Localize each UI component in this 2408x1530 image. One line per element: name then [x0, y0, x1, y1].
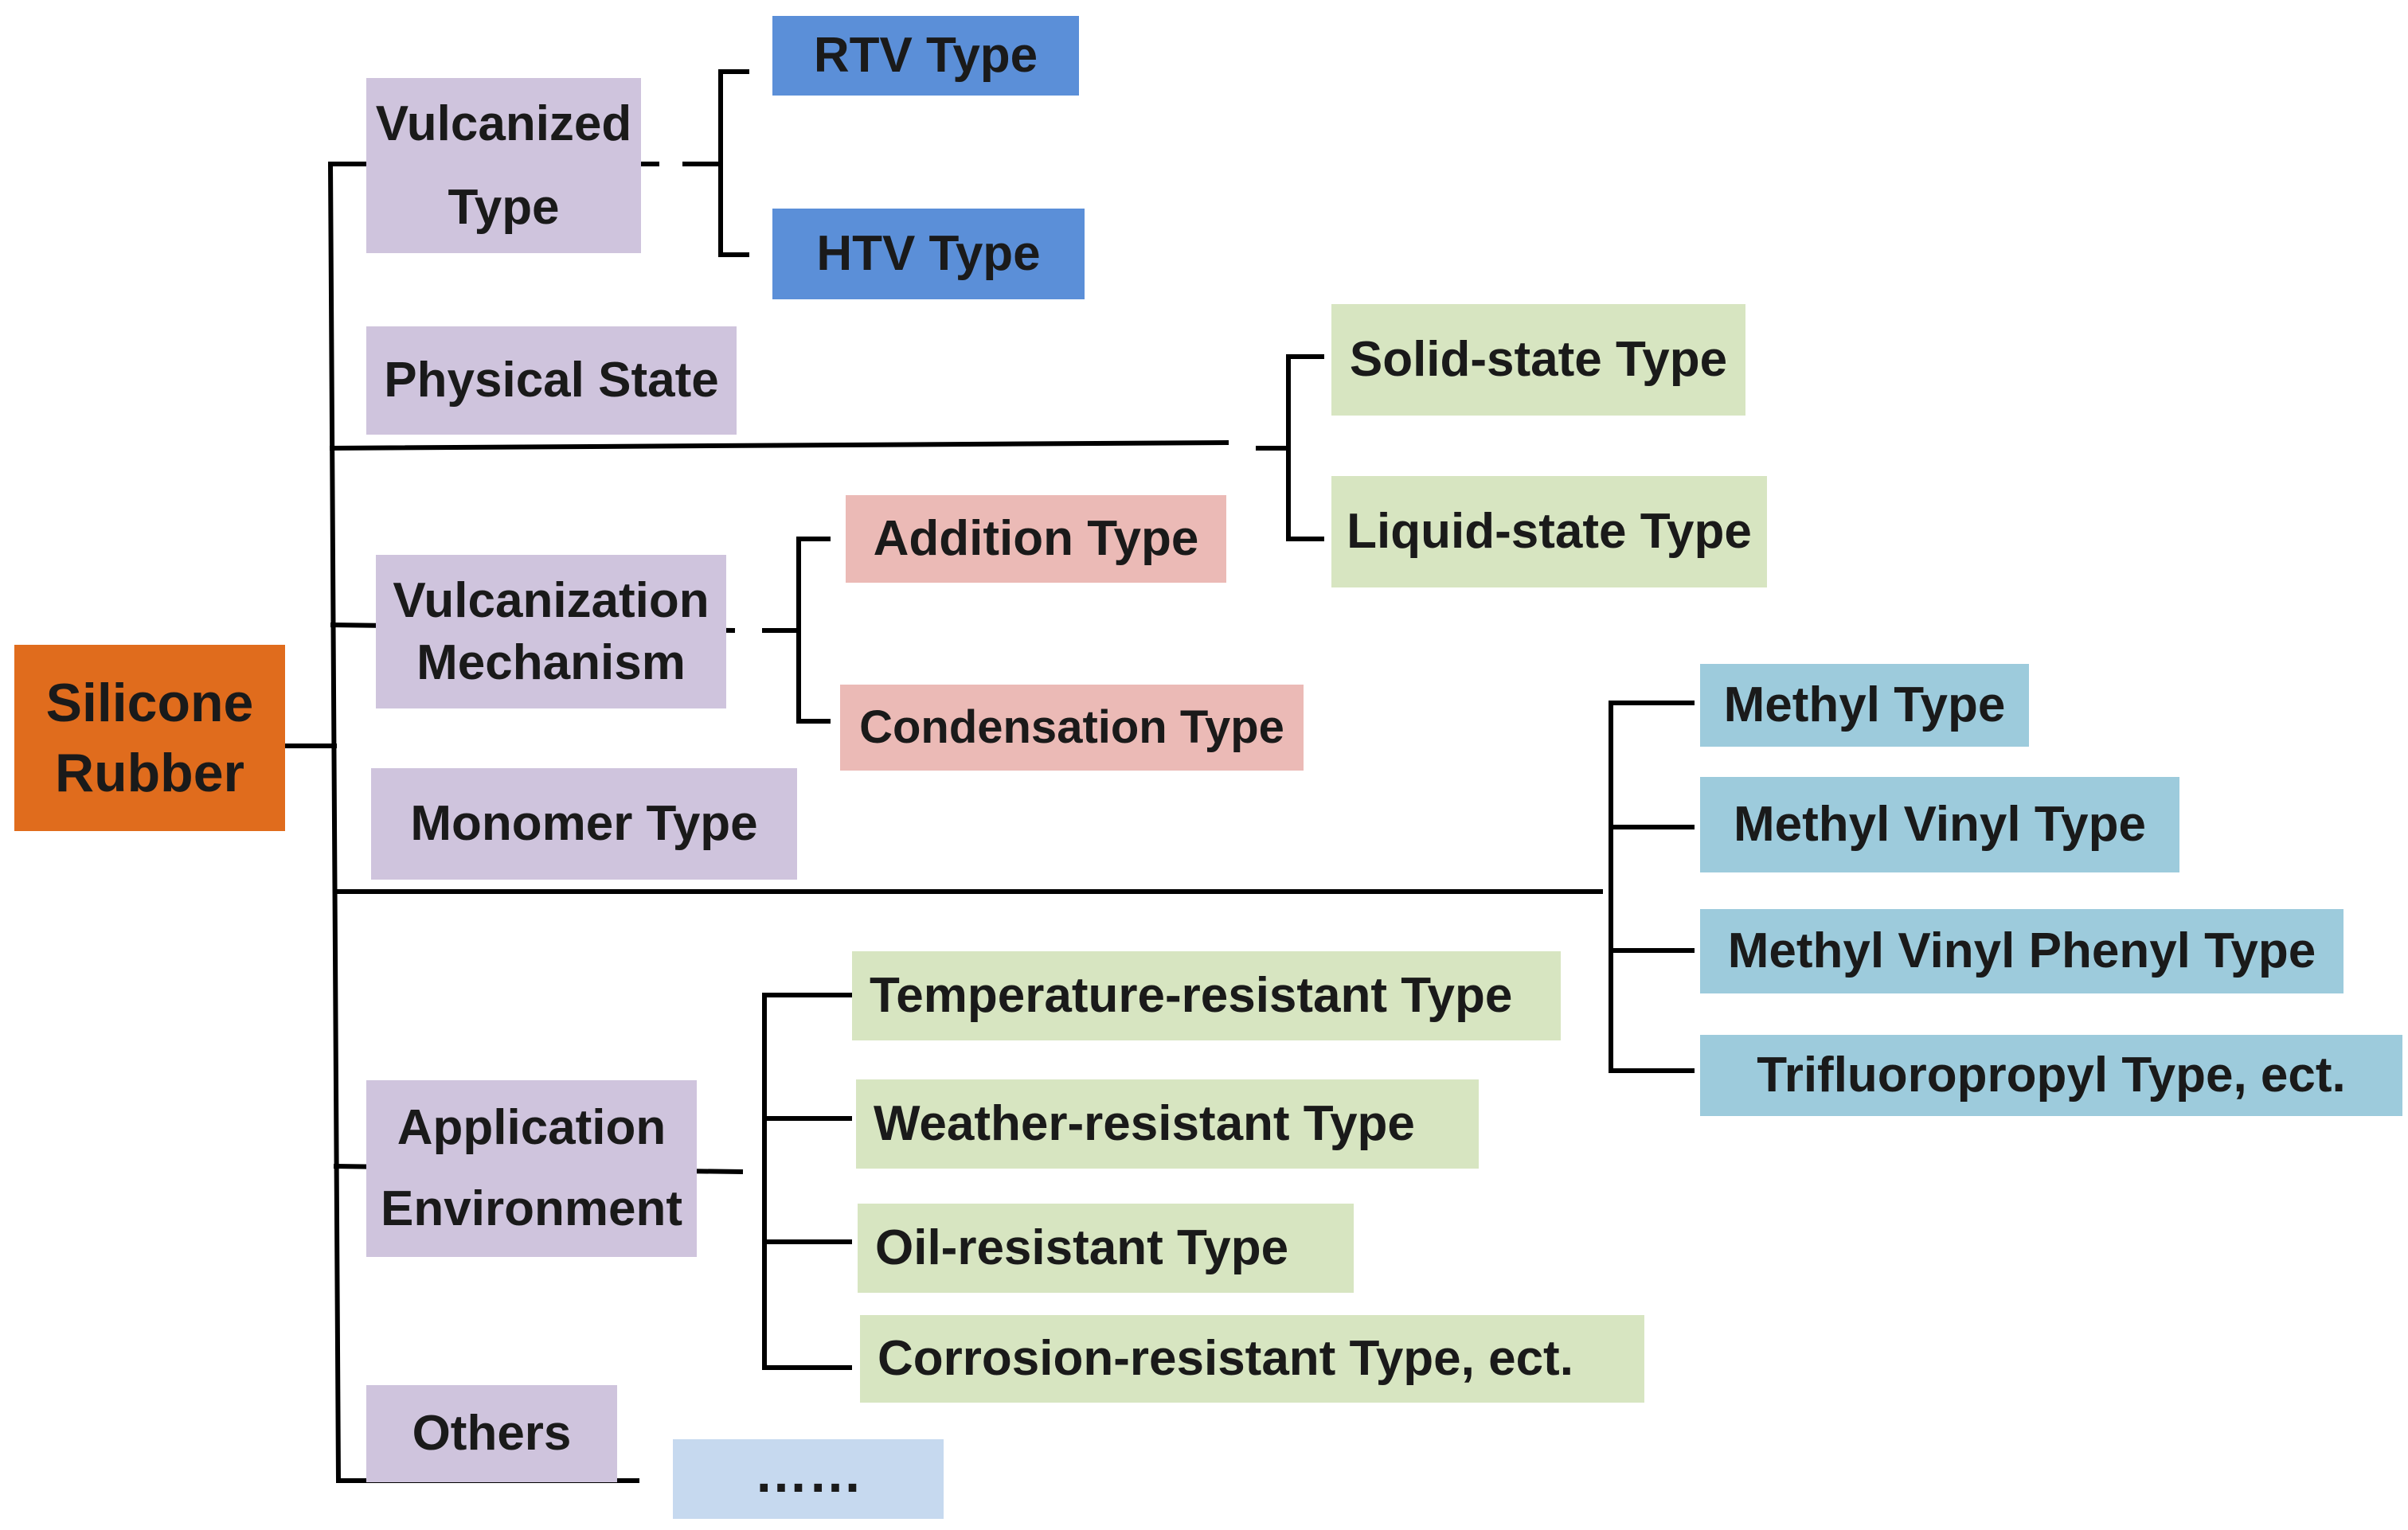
leaf-label: Temperature-resistant Type [870, 967, 1513, 1023]
leaf-label: Addition Type [873, 510, 1199, 566]
leaf-label: Trifluoropropyl Type, ect. [1757, 1047, 2346, 1103]
leaf-condensation-type: Condensation Type [840, 685, 1304, 771]
leaf-others-ellipsis: …… [673, 1439, 944, 1519]
leaf-temperature-resistant-type: Temperature-resistant Type [852, 951, 1561, 1040]
category-label: Application Environment [381, 1099, 682, 1236]
leaf-liquid-state-type: Liquid-state Type [1331, 476, 1767, 587]
leaf-label: Solid-state Type [1349, 331, 1728, 387]
category-label: Others [412, 1405, 572, 1461]
root-node: Silicone Rubber [14, 645, 285, 831]
leaf-htv-type: HTV Type [772, 209, 1085, 299]
leaf-label: Methyl Type [1723, 677, 2006, 732]
leaf-methyl-type: Methyl Type [1700, 664, 2029, 747]
leaf-label: Condensation Type [859, 701, 1284, 754]
leaf-label: Methyl Vinyl Phenyl Type [1727, 923, 2316, 978]
leaf-label: RTV Type [813, 27, 1038, 83]
category-application-environment: Application Environment [366, 1080, 697, 1257]
leaf-solid-state-type: Solid-state Type [1331, 304, 1745, 416]
leaf-corrosion-resistant-type: Corrosion-resistant Type, ect. [860, 1315, 1644, 1403]
category-vulcanization-mechanism: Vulcanization Mechanism [376, 555, 726, 708]
root-label: Silicone Rubber [45, 672, 254, 803]
leaf-label: Corrosion-resistant Type, ect. [878, 1330, 1573, 1386]
category-physical-state: Physical State [366, 326, 737, 435]
category-label: Vulcanized Type [375, 96, 632, 235]
leaf-oil-resistant-type: Oil-resistant Type [858, 1204, 1354, 1293]
category-label: Monomer Type [410, 795, 758, 851]
leaf-methyl-vinyl-phenyl-type: Methyl Vinyl Phenyl Type [1700, 909, 2344, 993]
leaf-methyl-vinyl-type: Methyl Vinyl Type [1700, 777, 2179, 872]
category-vulcanized-type: Vulcanized Type [366, 78, 641, 253]
leaf-rtv-type: RTV Type [772, 16, 1079, 96]
leaf-weather-resistant-type: Weather-resistant Type [856, 1079, 1479, 1169]
category-label: Physical State [384, 352, 719, 408]
leaf-label: Liquid-state Type [1347, 503, 1752, 559]
category-others: Others [366, 1385, 617, 1482]
category-label: Vulcanization Mechanism [393, 573, 710, 690]
category-monomer-type: Monomer Type [371, 768, 797, 880]
leaf-label: Weather-resistant Type [874, 1095, 1415, 1151]
leaf-addition-type: Addition Type [846, 495, 1226, 583]
leaf-label: …… [754, 1442, 862, 1504]
leaf-trifluoropropyl-type: Trifluoropropyl Type, ect. [1700, 1035, 2402, 1116]
leaf-label: HTV Type [816, 225, 1041, 281]
leaf-label: Oil-resistant Type [875, 1220, 1289, 1275]
leaf-label: Methyl Vinyl Type [1734, 796, 2146, 852]
